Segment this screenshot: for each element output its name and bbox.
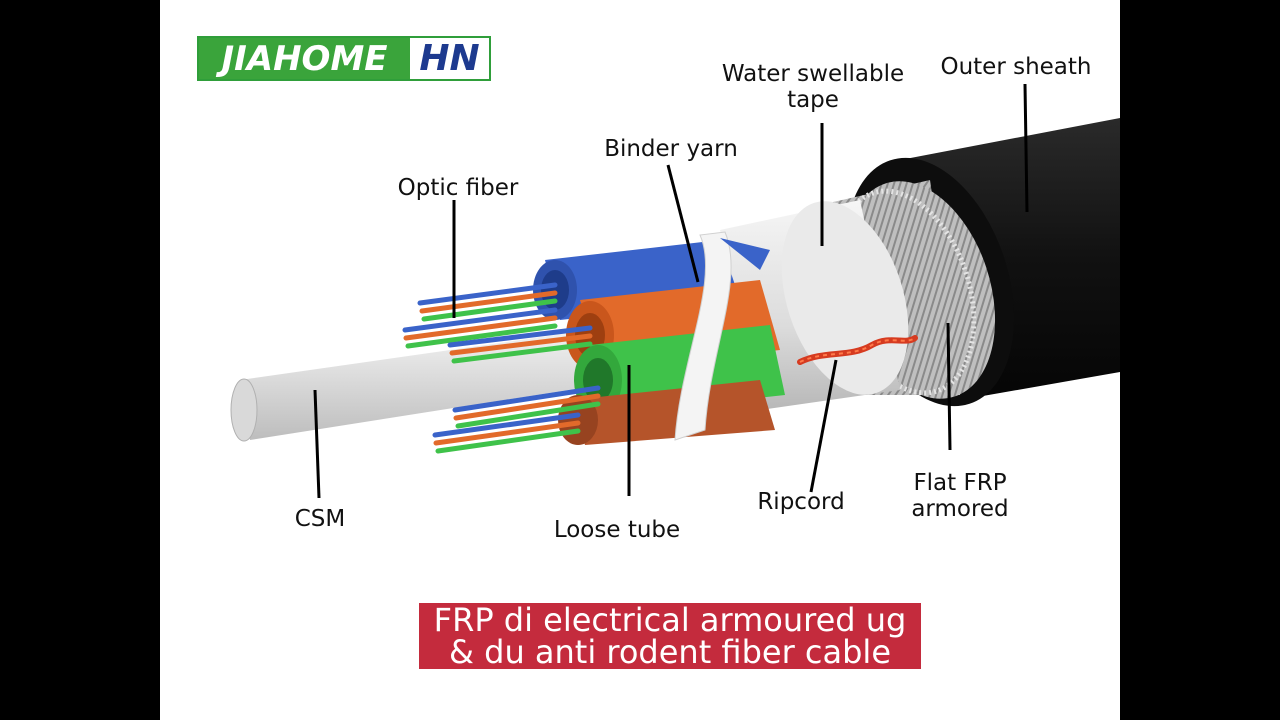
label-flat-frp-line1: Flat FRP	[913, 470, 1007, 496]
label-binder-yarn: Binder yarn	[604, 136, 738, 162]
optic-fibers-shape	[402, 282, 601, 454]
leader-ripcord	[809, 359, 838, 493]
leader-outer-sheath	[1023, 83, 1029, 213]
label-water-swellable-line1: Water swellable	[721, 61, 905, 87]
leader-csm	[313, 389, 321, 499]
logo-text-hn: HN	[410, 38, 489, 79]
binder-yarn-shape	[674, 231, 770, 441]
diagram-canvas: JIAHOME HN	[160, 0, 1120, 720]
label-flat-frp-line2: armored	[911, 496, 1009, 522]
csm-shape	[230, 330, 600, 442]
label-water-swellable-line2: tape	[787, 87, 839, 113]
caption-line1: FRP di electrical armoured ug	[433, 601, 907, 639]
label-water-swellable-tape: Water swellable tape	[715, 61, 911, 113]
caption-banner: FRP di electrical armoured ug & du anti …	[419, 603, 921, 669]
leader-lines	[313, 83, 1029, 499]
ripcord-shape	[797, 335, 918, 365]
label-ripcord: Ripcord	[757, 489, 845, 515]
leader-flat-frp	[946, 322, 952, 451]
label-flat-frp-armored: Flat FRP armored	[896, 470, 1024, 522]
cable-illustration	[230, 83, 1120, 499]
leader-binder-yarn	[666, 164, 700, 283]
label-csm: CSM	[294, 506, 346, 532]
logo-text-jiahome: JIAHOME	[199, 38, 410, 79]
label-loose-tube: Loose tube	[553, 517, 681, 543]
label-optic-fiber: Optic fiber	[397, 175, 519, 201]
caption-line2: & du anti rodent fiber cable	[449, 633, 891, 671]
brand-logo: JIAHOME HN	[197, 36, 491, 81]
label-outer-sheath: Outer sheath	[940, 54, 1092, 80]
